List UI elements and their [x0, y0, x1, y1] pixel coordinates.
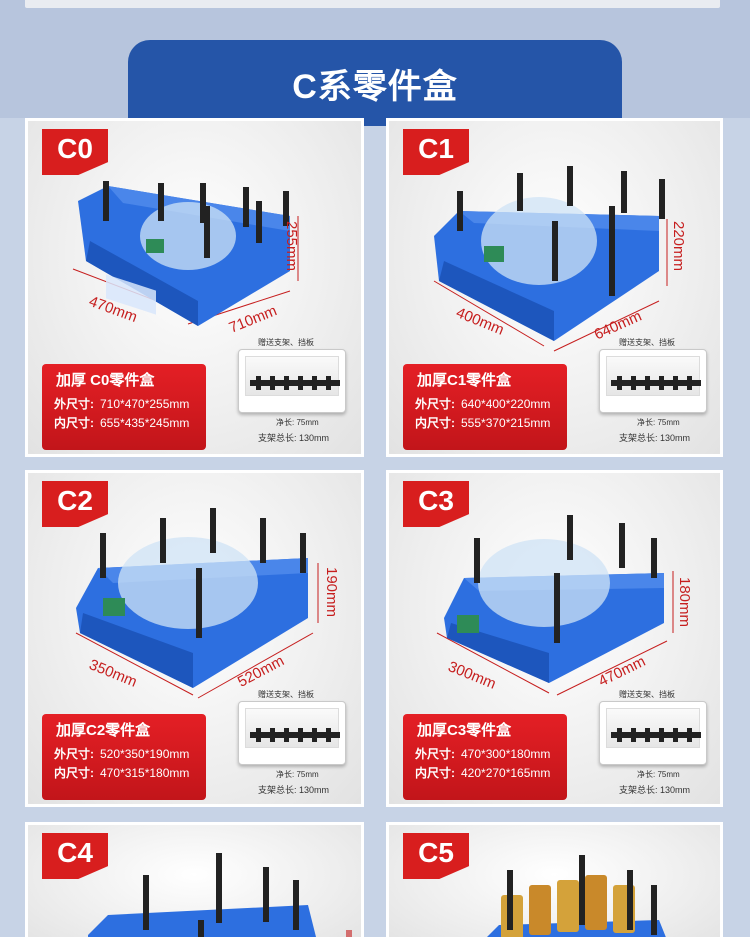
- spec-title: 加厚C3零件盒: [417, 721, 512, 739]
- spec-title: 加厚C1零件盒: [417, 371, 512, 389]
- total-length: 支架总长: 130mm: [619, 785, 691, 795]
- net-length: 净长: 75mm: [637, 770, 680, 779]
- outer-size-label: 外尺寸:: [415, 747, 455, 761]
- divider-board: [238, 701, 346, 765]
- card-code-label: C3: [403, 481, 469, 527]
- outer-size-label: 外尺寸:: [54, 397, 94, 411]
- product-card-c5[interactable]: C5: [386, 822, 723, 937]
- inner-size-label: 内尺寸:: [415, 416, 455, 430]
- accessory-caption: 赠送支架、挡板: [258, 690, 314, 699]
- outer-size-value: 470*300*180mm: [461, 746, 551, 761]
- net-length: 净长: 75mm: [276, 770, 319, 779]
- rack-icon: [250, 728, 340, 742]
- dim-height: 220mm: [670, 221, 687, 272]
- total-length: 支架总长: 130mm: [619, 433, 691, 443]
- spec-box: 加厚 C0零件盒 外尺寸: 710*470*255mm 内尺寸: 655*435*2…: [42, 364, 206, 450]
- total-length: 支架总长: 130mm: [258, 433, 330, 443]
- total-length: 支架总长: 130mm: [258, 785, 330, 795]
- outer-size-value: 640*400*220mm: [461, 396, 551, 411]
- bin-illustration: [436, 515, 674, 696]
- accessory-panel: 赠送支架、挡板 净长: 75mm 支架总长: 130mm: [238, 689, 361, 799]
- outer-size-value: 710*470*255mm: [100, 396, 190, 411]
- product-card-c4[interactable]: C4: [25, 822, 364, 937]
- net-length: 净长: 75mm: [276, 418, 319, 427]
- outer-size-value: 520*350*190mm: [100, 746, 190, 761]
- inner-size-label: 内尺寸:: [415, 766, 455, 780]
- inner-size-label: 内尺寸:: [54, 766, 94, 780]
- accessory-panel: 赠送支架、挡板 净长: 75mm 支架总长: 130mm: [599, 689, 720, 799]
- rack-icon: [250, 376, 340, 390]
- inner-size-value: 655*435*245mm: [100, 415, 190, 430]
- bin-illustration: [75, 508, 319, 699]
- card-code-label: C1: [403, 129, 469, 175]
- bin-illustration: [487, 855, 666, 937]
- accessory-caption: 赠送支架、挡板: [619, 338, 675, 347]
- accessory-caption: 赠送支架、挡板: [258, 338, 314, 347]
- top-strip: [25, 0, 720, 8]
- bin-illustration: [433, 166, 668, 352]
- product-card-c1[interactable]: C1 220mm 400mm 640mm 加厚C1零件盒 外尺寸:640*400…: [386, 118, 723, 457]
- rack-icon: [611, 728, 701, 742]
- accessory-panel: 赠送支架、挡板 净长: 75mm 支架总长: 130mm: [599, 337, 720, 447]
- bin-illustration: [88, 853, 352, 937]
- inner-size-value: 555*370*215mm: [461, 415, 551, 430]
- spec-box: 加厚C1零件盒 外尺寸: 640*400*220mm 内尺寸: 555*370*21…: [403, 364, 567, 450]
- spec-title: 加厚 C0零件盒: [56, 371, 155, 389]
- inner-size-value: 470*315*180mm: [100, 765, 190, 780]
- outer-size-label: 外尺寸:: [415, 397, 455, 411]
- product-card-c3[interactable]: C3 180mm 300mm 470mm 加厚C3零件盒 外尺寸:470*300…: [386, 470, 723, 807]
- section-title-tab: C系零件盒: [128, 40, 622, 126]
- dim-height: 255mm: [283, 221, 300, 272]
- inner-size-label: 内尺寸:: [54, 416, 94, 430]
- product-card-c0[interactable]: C0 255mm 470mm 710mm 加厚 C0零件盒 外尺寸:710*47…: [25, 118, 364, 457]
- card-code-label: C5: [403, 833, 469, 879]
- dim-height: 180mm: [676, 577, 693, 628]
- spec-box: 加厚C2零件盒 外尺寸: 520*350*190mm 内尺寸: 470*315*18…: [42, 714, 206, 800]
- rack-icon: [611, 376, 701, 390]
- spec-box: 加厚C3零件盒 外尺寸: 470*300*180mm 内尺寸: 420*270*16…: [403, 714, 567, 800]
- spec-title: 加厚C2零件盒: [56, 721, 151, 739]
- bin-illustration: [72, 181, 299, 326]
- accessory-caption: 赠送支架、挡板: [619, 690, 675, 699]
- inner-size-value: 420*270*165mm: [461, 765, 551, 780]
- outer-size-label: 外尺寸:: [54, 747, 94, 761]
- dim-height: 190mm: [323, 567, 340, 618]
- section-title: C系零件盒: [292, 67, 458, 106]
- product-card-c2[interactable]: C2 190mm 350mm 520mm 加厚C2零件盒 外尺寸:520*350…: [25, 470, 364, 807]
- net-length: 净长: 75mm: [637, 418, 680, 427]
- accessory-panel: 赠送支架、挡板 净长: 75mm 支架总长: 130mm: [238, 337, 361, 447]
